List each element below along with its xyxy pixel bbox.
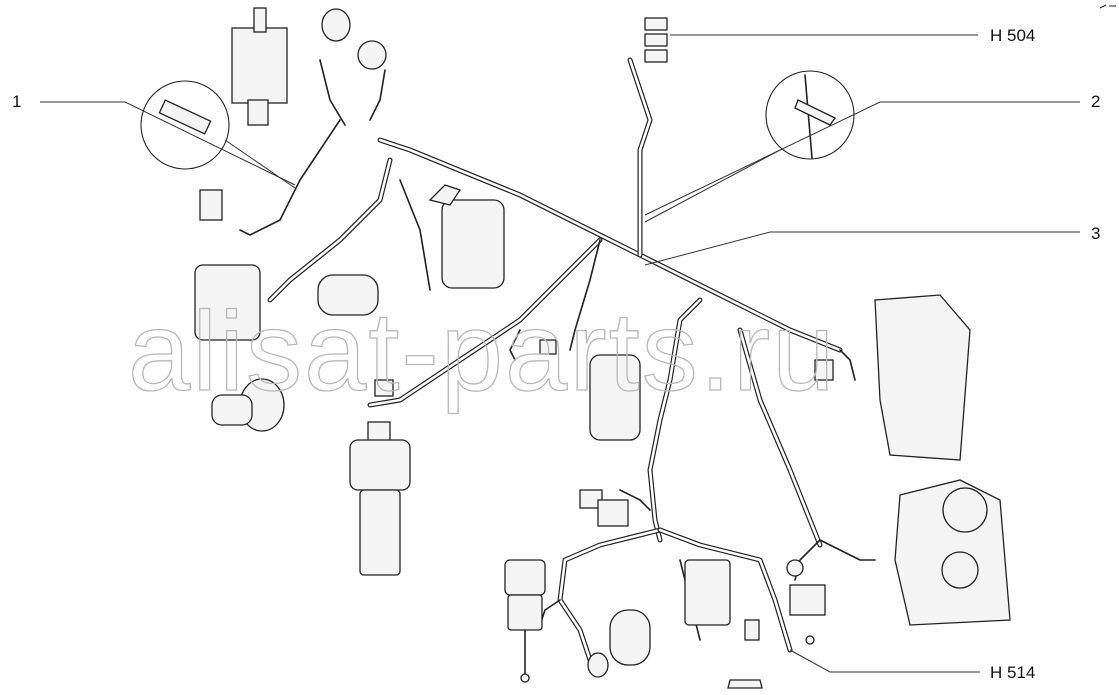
filter-canister — [359, 489, 401, 576]
detail-circle-1 — [140, 80, 230, 170]
leader-3 — [644, 231, 1080, 266]
callout-2: 2 — [1091, 92, 1101, 111]
relay-1 — [644, 17, 668, 31]
callout-1: 1 — [12, 92, 22, 111]
callout-h504: H 504 — [990, 26, 1036, 45]
main-harness — [267, 57, 843, 663]
corner-mark — [1099, 4, 1116, 9]
valve-block — [231, 27, 288, 104]
components — [194, 7, 1011, 689]
reservoir-tank — [441, 199, 505, 289]
watermark: alisat-parts.ru — [127, 289, 837, 414]
solenoid-1 — [579, 489, 603, 509]
connector-2 — [814, 359, 834, 381]
solenoid-2 — [789, 584, 826, 616]
leader-lines — [40, 34, 1080, 673]
accumulator — [609, 609, 651, 666]
valve-stack — [684, 559, 731, 626]
sensor-top — [321, 8, 351, 42]
bracket-1 — [199, 189, 223, 221]
actuator-motor — [194, 264, 261, 341]
leader-h514 — [789, 649, 980, 673]
sensor-plug — [539, 339, 557, 355]
callout-h514: H 514 — [990, 663, 1036, 682]
ground-bolt-clip — [744, 619, 760, 641]
relay-2 — [644, 33, 668, 47]
grommet — [357, 40, 387, 70]
starter-motor — [317, 274, 379, 316]
leader-2 — [644, 101, 1080, 216]
fuel-filter-head — [504, 559, 546, 596]
ground-bolt — [727, 679, 763, 689]
filter-head — [349, 439, 411, 491]
transmission-housing — [874, 294, 971, 461]
branch-wires — [239, 59, 876, 641]
relay-3 — [644, 49, 668, 63]
hydraulic-pump — [589, 354, 641, 441]
fuel-filter — [507, 594, 543, 631]
leader-1 — [40, 101, 296, 186]
callout-3: 3 — [1091, 224, 1101, 243]
solenoid-valve — [597, 499, 629, 527]
connector-1 — [374, 379, 394, 397]
